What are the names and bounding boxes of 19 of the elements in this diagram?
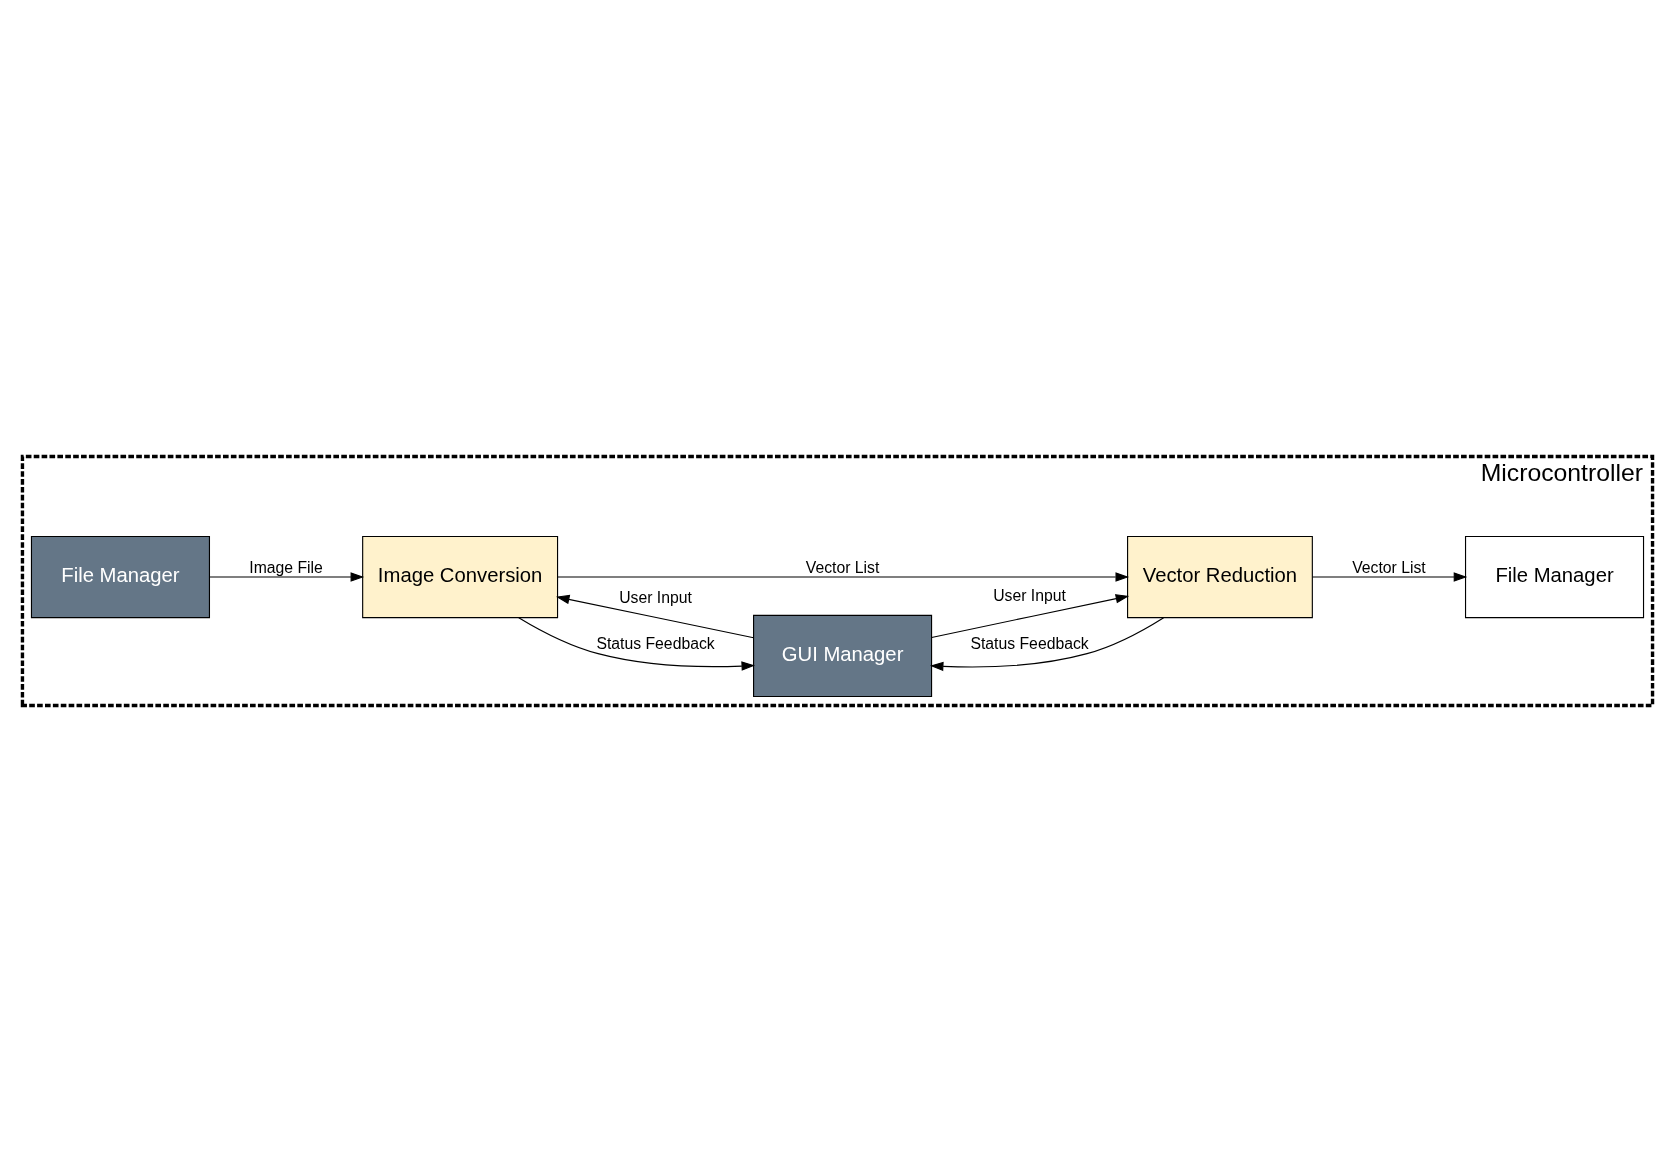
node-box: Vector Reduction: [1127, 535, 1313, 618]
edge-label: Status Feedback: [970, 634, 1089, 652]
arrow: [929, 616, 1165, 671]
edge-label: User Input: [993, 586, 1066, 604]
node-box: File Manager: [1464, 535, 1645, 618]
edge-label: Status Feedback: [596, 634, 715, 652]
node-box: GUI Manager: [753, 614, 933, 697]
edge-label: Image File: [249, 558, 323, 576]
arrow: [1311, 571, 1468, 582]
arrow: [209, 571, 365, 582]
arrow: [518, 616, 755, 671]
arrow: [557, 571, 1129, 582]
edge-label: Vector List: [805, 558, 880, 576]
node-box: Image Conversion: [362, 535, 559, 618]
edge-label: Vector List: [1352, 558, 1426, 576]
edge-label: User Input: [619, 588, 692, 606]
arrow: [931, 593, 1130, 638]
arrow: [556, 594, 755, 638]
node-box: File Manager: [30, 535, 211, 618]
